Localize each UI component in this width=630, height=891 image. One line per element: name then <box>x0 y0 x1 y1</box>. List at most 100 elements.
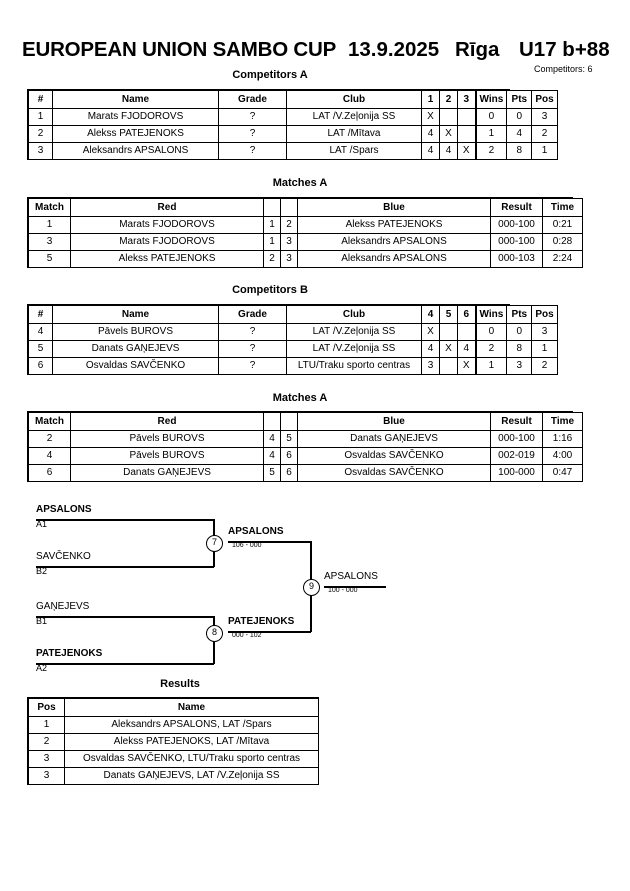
cell-match-number: 3 <box>28 233 71 251</box>
col-blue-number <box>280 412 298 431</box>
cell-name: Pāvels BUROVS <box>52 323 219 341</box>
cell-name: Osvaldas SAVČENKO, LTU/Traku sporto cent… <box>64 750 319 768</box>
cell-red-number: 4 <box>263 430 281 448</box>
cell-blue-competitor: Osvaldas SAVČENKO <box>297 447 491 465</box>
cell-pos: 1 <box>531 142 558 160</box>
cell-name: Aleksandrs APSALONS <box>52 142 219 160</box>
col-blue-number <box>280 198 298 217</box>
cell-position: 2 <box>28 733 65 751</box>
cell-time: 2:24 <box>542 250 583 268</box>
cell-red-competitor: Danats GAŅEJEVS <box>70 464 264 482</box>
col-result: Result <box>490 412 543 431</box>
event-category: U17 b+88 <box>519 38 610 61</box>
cell-club: LTU/Traku sporto centras <box>286 357 422 375</box>
cell-blue-competitor: Alekss PATEJENOKS <box>297 216 491 234</box>
cell-wins: 0 <box>474 323 508 341</box>
cell-number: 4 <box>28 323 53 341</box>
cell-result: 002-019 <box>490 447 543 465</box>
col-blue: Blue <box>297 198 491 217</box>
bracket-line <box>36 566 214 568</box>
cell-red-competitor: Alekss PATEJENOKS <box>70 250 264 268</box>
col-pos: Pos <box>531 305 558 324</box>
cell-match-number: 4 <box>28 447 71 465</box>
col-time: Time <box>542 412 583 431</box>
cell-blue-competitor: Osvaldas SAVČENKO <box>297 464 491 482</box>
cell-match-result-3 <box>457 108 476 126</box>
cell-match-result-1: X <box>421 108 440 126</box>
matches-a-caption: Matches A <box>272 177 328 189</box>
cell-match-result-3: X <box>457 357 476 375</box>
cell-blue-competitor: Aleksandrs APSALONS <box>297 250 491 268</box>
cell-number: 6 <box>28 357 53 375</box>
cell-red-number: 2 <box>263 250 281 268</box>
cell-match-number: 2 <box>28 430 71 448</box>
bracket-line <box>36 616 214 618</box>
col-grade: Grade <box>218 305 287 324</box>
bracket-semifinal-score-1: 106 - 000 <box>232 542 262 549</box>
bracket-node-9: 9 <box>303 579 320 596</box>
bracket-line <box>36 663 214 665</box>
col-pos: Pos <box>28 698 65 717</box>
cell-match-result-2 <box>439 108 458 126</box>
cell-match-number: 5 <box>28 250 71 268</box>
table-header-row: Match Red Blue Result Time <box>28 412 583 431</box>
col-wins: Wins <box>474 305 508 324</box>
cell-blue-number: 6 <box>280 464 298 482</box>
cell-pos: 2 <box>531 357 558 375</box>
bracket-semifinal-winner-1: APSALONS <box>228 526 284 537</box>
cell-red-competitor: Marats FJODOROVS <box>70 233 264 251</box>
cell-match-result-2 <box>439 357 458 375</box>
bracket-entrant-seed-4: A2 <box>36 663 48 673</box>
cell-match-result-1: X <box>421 323 440 341</box>
bracket-entrant-name-1: APSALONS <box>36 504 92 515</box>
col-club: Club <box>286 90 422 109</box>
cell-match-result-3 <box>457 323 476 341</box>
cell-blue-number: 2 <box>280 216 298 234</box>
cell-grade: ? <box>218 142 287 160</box>
bracket-line <box>36 519 214 521</box>
cell-match-number: 1 <box>28 216 71 234</box>
elimination-bracket: APSALONS A1 SAVČENKO B2 7 APSALONS 106 -… <box>0 495 630 675</box>
bracket-entrant-seed-3: B1 <box>36 616 48 626</box>
cell-pts: 3 <box>506 357 533 375</box>
cell-red-number: 5 <box>263 464 281 482</box>
cell-club: LAT /Spars <box>286 142 422 160</box>
cell-pos: 2 <box>531 125 558 143</box>
cell-red-number: 4 <box>263 447 281 465</box>
col-match: Match <box>28 198 71 217</box>
bracket-line <box>228 541 311 543</box>
bracket-node-8: 8 <box>206 625 223 642</box>
cell-name: Osvaldas SAVČENKO <box>52 357 219 375</box>
competitors-count: Competitors: 6 <box>534 64 593 74</box>
col-opponent-3: 3 <box>457 90 476 109</box>
cell-name: Aleksandrs APSALONS, LAT /Spars <box>64 716 319 734</box>
table-header-row: Match Red Blue Result Time <box>28 198 583 217</box>
cell-red-number: 1 <box>263 233 281 251</box>
cell-club: LAT /Mītava <box>286 125 422 143</box>
cell-result: 100-000 <box>490 464 543 482</box>
cell-blue-number: 5 <box>280 430 298 448</box>
col-opponent-1: 1 <box>421 90 440 109</box>
col-red-number <box>263 412 281 431</box>
cell-pts: 0 <box>506 108 533 126</box>
col-opponent-5: 5 <box>439 305 458 324</box>
col-pts: Pts <box>506 305 533 324</box>
cell-number: 1 <box>28 108 53 126</box>
cell-match-result-2 <box>439 323 458 341</box>
cell-wins: 2 <box>474 142 508 160</box>
cell-time: 0:47 <box>542 464 583 482</box>
cell-time: 4:00 <box>542 447 583 465</box>
cell-time: 0:21 <box>542 216 583 234</box>
col-number: # <box>28 305 53 324</box>
cell-pts: 0 <box>506 323 533 341</box>
cell-position: 3 <box>28 750 65 768</box>
col-time: Time <box>542 198 583 217</box>
